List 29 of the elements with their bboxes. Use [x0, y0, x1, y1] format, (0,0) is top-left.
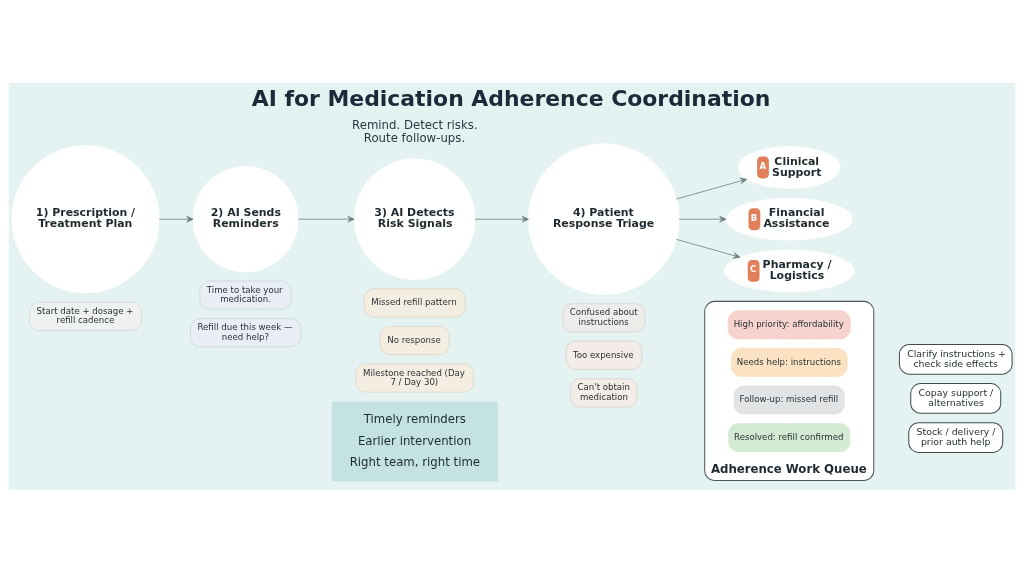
- arrow: [297, 215, 355, 222]
- node-box: Timely reminders Earlier intervention Right team, right time: [331, 401, 498, 481]
- node-circle: 1) Prescription / Treatment Plan: [11, 144, 160, 293]
- node-box: Resolved: refill confirmed: [728, 422, 851, 452]
- node-circle: 2) AI Sends Reminders: [192, 165, 299, 272]
- arrow: [678, 215, 727, 222]
- arrow: [676, 177, 748, 199]
- arrow: [158, 215, 194, 222]
- node-box: Clarify instructions + check side effects: [898, 343, 1013, 375]
- node-box: Can't obtain medication: [570, 377, 638, 407]
- node-box: Time to take your medication.: [199, 280, 292, 310]
- node-box: Copay support / alternatives: [910, 382, 1002, 414]
- node-box: Too expensive: [565, 340, 643, 370]
- node-circle: 4) Patient Response Triage: [528, 142, 680, 295]
- node-box: Needs help: instructions: [730, 347, 848, 377]
- arrow: [676, 238, 741, 259]
- arrow: [474, 215, 529, 222]
- node-circle: 3) AI Detects Risk Signals: [353, 157, 476, 280]
- node-box: Start date + dosage + refill cadence: [29, 301, 142, 331]
- node-box: Milestone reached (Day 7 / Day 30): [355, 363, 474, 393]
- node-box: Follow-up: missed refill: [733, 385, 845, 414]
- node-box: Confused about instructions: [562, 302, 646, 332]
- node-box: Missed refill pattern: [363, 287, 466, 317]
- node-box: Stock / delivery / prior auth help: [908, 421, 1004, 453]
- diagram-title: AI for Medication Adherence Coordination: [251, 85, 771, 111]
- label: Remind. Detect risks. Route follow-ups.: [352, 117, 478, 145]
- node-box: Refill due this week — need help?: [190, 317, 302, 347]
- node-box: High priority: affordability: [727, 309, 851, 339]
- node-box: No response: [379, 325, 450, 355]
